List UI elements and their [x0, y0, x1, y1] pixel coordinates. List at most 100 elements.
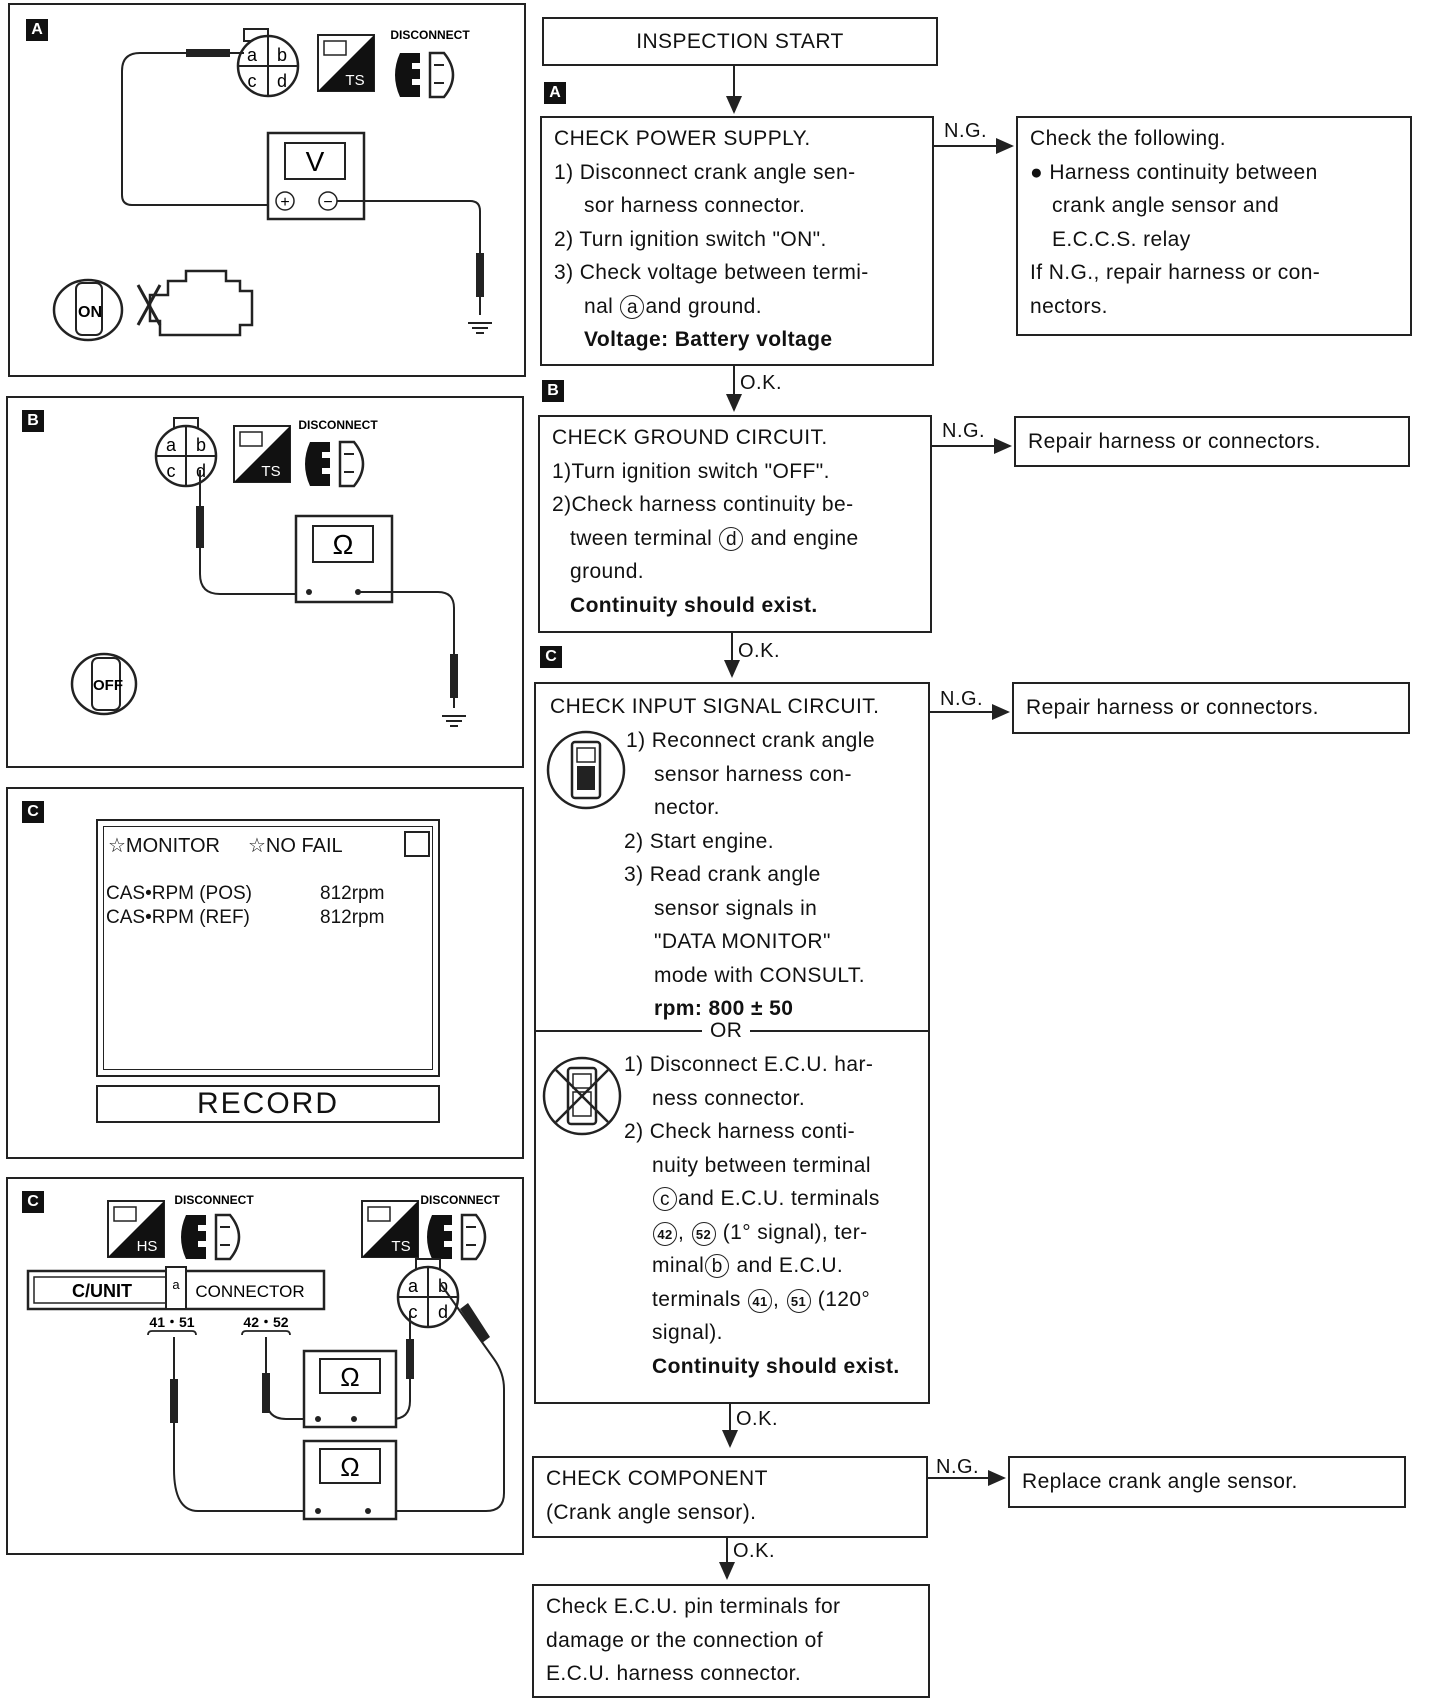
ohmmeter-lower-icon: Ω [302, 1439, 398, 1521]
no-consult-icon [542, 1056, 622, 1136]
ground-step1: 1)Turn ignition switch "OFF". [552, 459, 830, 483]
ts-consult-icon: TS [233, 425, 291, 483]
term-b-label: b [277, 45, 287, 65]
power-title: CHECK POWER SUPPLY. [554, 127, 811, 150]
input-b1a: 1) Disconnect E.C.U. har- [624, 1053, 874, 1076]
ok-label-input: O.K. [736, 1408, 779, 1430]
panel-c-monitor: C ☆MONITOR ☆NO FAIL CAS•RPM (POS) 812rpm… [6, 787, 524, 1159]
ecu-terminal-41-badge: 41 [748, 1288, 773, 1313]
hs-consult-icon: HS [107, 1200, 165, 1258]
check-input-signal-box: CHECK INPUT SIGNAL CIRCUIT. 1) Reconnect… [534, 682, 930, 1404]
ecu-terminal-51-badge: 51 [786, 1288, 811, 1313]
ground-symbol [442, 715, 466, 727]
input-a3d: mode with CONSULT. [654, 963, 866, 987]
cas-pos-name: CAS•RPM (POS) [106, 883, 252, 904]
voltage-check-diagram: a b c d V + − TS [52, 28, 492, 342]
ohmmeter-upper-icon: Ω [302, 1349, 398, 1429]
power-step2: 2) Turn ignition switch "ON". [554, 227, 827, 251]
check-ground-circuit-box: CHECK GROUND CIRCUIT. 1)Turn ignition sw… [538, 415, 932, 633]
terminal-b-badge: b [705, 1254, 730, 1278]
replace-sensor-box: Replace crank angle sensor. [1008, 1456, 1406, 1508]
component-title: CHECK COMPONENT [546, 1467, 768, 1490]
ground-spec: Continuity should exist. [570, 593, 818, 617]
sensor-connector-icon: a b c d [396, 1258, 460, 1329]
cas-ref-value: 812rpm [320, 907, 385, 928]
panel-b: B a b c d Ω [6, 396, 524, 768]
input-repair-box: Repair harness or connectors. [1012, 682, 1410, 734]
power-ng-line6: nectors. [1030, 294, 1108, 318]
flow-tag-a: A [544, 82, 566, 104]
ok-label-power: O.K. [740, 372, 783, 394]
record-button[interactable]: RECORD [96, 1085, 440, 1123]
disconnect-label: DISCONNECT [298, 418, 378, 432]
power-ng-line5: If N.G., repair harness or con- [1030, 261, 1321, 284]
cas-ref-name: CAS•RPM (REF) [106, 907, 250, 928]
term-b-label: b [196, 435, 206, 455]
ignition-key-on-icon: ON [52, 278, 124, 342]
ng-label-power: N.G. [944, 120, 988, 142]
ecu-connector: C/UNIT CONNECTOR a 41・51 42・52 [26, 1266, 326, 1336]
flow-tag-c: C [540, 646, 562, 668]
engine-stopped-icon [136, 269, 254, 337]
plus-sign: + [280, 194, 289, 211]
ng-label-input: N.G. [940, 688, 984, 710]
screen-checkbox[interactable] [404, 831, 430, 857]
component-sub: (Crank angle sensor). [546, 1500, 757, 1524]
disconnect-plug-icon [395, 51, 455, 99]
connector-pin-a: a [172, 1277, 180, 1292]
term-c-label: c [409, 1302, 418, 1322]
term-a-label: a [166, 435, 177, 455]
input-b2f: terminals 41, 51 (120° [652, 1287, 871, 1313]
or-label: OR [702, 1018, 751, 1044]
power-step1a: 1) Disconnect crank angle sen- [554, 160, 856, 184]
key-on-label: ON [78, 304, 102, 321]
ground-step2a: 2)Check harness continuity be- [552, 493, 854, 516]
input-b2g: signal). [652, 1321, 723, 1344]
ground-step2c: ground. [570, 560, 645, 583]
input-b2a: 2) Check harness conti- [624, 1120, 855, 1143]
ignition-key-off-icon: OFF [70, 652, 138, 716]
ground-repair-box: Repair harness or connectors. [1014, 416, 1410, 467]
term-a-label: a [408, 1276, 419, 1296]
ts-consult-icon: TS [361, 1200, 419, 1258]
flow-tag-b: B [542, 380, 564, 402]
input-repair-label: Repair harness or connectors. [1026, 696, 1319, 719]
consult-icon [546, 730, 626, 810]
minus-sign: − [323, 194, 332, 211]
disconnect-label: DISCONNECT [390, 28, 470, 42]
term-c-label: c [248, 71, 257, 91]
panel-a: A a b c d V + − [8, 3, 526, 377]
ecu-terminal-42-badge: 42 [653, 1221, 677, 1246]
check-component-box: CHECK COMPONENT (Crank angle sensor). [532, 1456, 928, 1538]
input-a2: 2) Start engine. [624, 829, 774, 853]
disconnect-label-right: DISCONNECT [420, 1193, 500, 1207]
disconnect-label-left: DISCONNECT [174, 1193, 254, 1207]
power-ng-box: Check the following. ● Harness continuit… [1016, 116, 1412, 336]
panel-tag-a: A [26, 19, 48, 41]
power-step1b: sor harness connector. [584, 194, 806, 217]
ohm-symbol-lower: Ω [340, 1452, 359, 1482]
input-a3b: sensor signals in [654, 896, 818, 920]
ohm-symbol: Ω [333, 529, 354, 560]
terminal-a-badge: a [620, 294, 645, 319]
disconnect-plug-icon [305, 440, 365, 488]
terminal-c-badge: c [653, 1187, 677, 1211]
ts-label: TS [261, 463, 280, 480]
input-b2d: 42, 52 (1° signal), ter- [624, 1216, 900, 1250]
voltmeter-icon: V + − [266, 131, 366, 221]
final-line3: E.C.U. harness connector. [546, 1662, 802, 1685]
power-ng-line1: Check the following. [1030, 127, 1226, 150]
consult-screen: ☆MONITOR ☆NO FAIL CAS•RPM (POS) 812rpm C… [96, 819, 440, 1077]
ng-label-ground: N.G. [942, 420, 986, 442]
panel-c-continuity: C HS DISCONNECT TS DISCONNECT [6, 1177, 524, 1555]
ohm-symbol-upper: Ω [340, 1362, 359, 1392]
ts-consult-icon: TS [317, 34, 375, 92]
terminal-d-badge: d [719, 526, 744, 551]
ts-label: TS [391, 1238, 410, 1255]
ground-check-diagram: a b c d Ω TS DISCONNECT [70, 417, 466, 727]
input-a-spec: rpm: 800 ± 50 [654, 997, 794, 1020]
input-title: CHECK INPUT SIGNAL CIRCUIT. [550, 695, 880, 718]
input-a3a: 3) Read crank angle [624, 863, 821, 886]
